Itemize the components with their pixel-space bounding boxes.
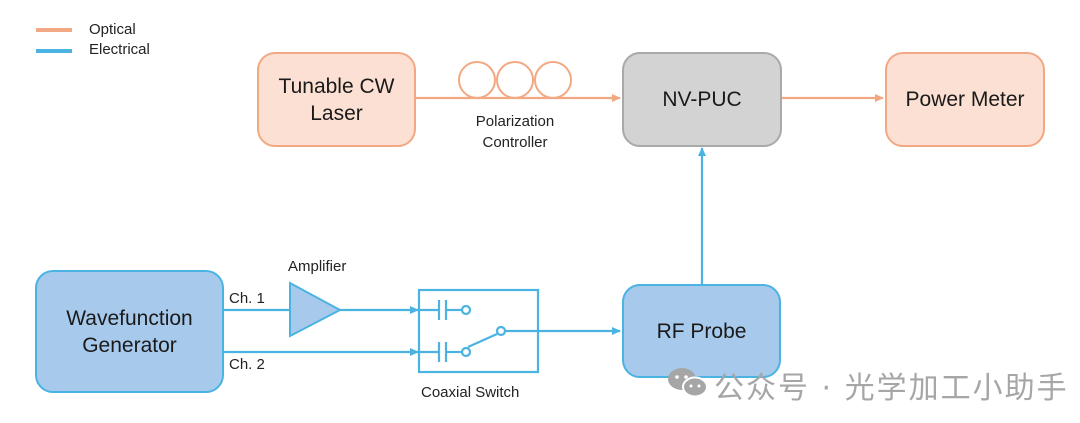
coaxial-switch-label: Coaxial Switch [421,384,520,401]
laser-label-line1: Tunable CW [278,74,395,98]
amplifier-label: Amplifier [288,258,347,275]
wavegen-label-line1: Wavefunction [66,306,193,330]
watermark-text: 公众号 · 光学加工小助手 [714,371,1069,406]
channel-1-label: Ch. 1 [229,290,265,307]
legend-electrical-swatch [36,49,72,53]
nv-puc-block: NV-PUC [622,52,782,147]
polarization-controller-icon [458,61,572,99]
amplifier-icon [289,281,343,338]
rf-probe-label: RF Probe [656,319,747,343]
legend-optical-swatch [36,28,72,32]
laser-label-line2: Laser [310,101,363,125]
rf-probe-block: RF Probe [622,284,781,378]
power-meter-block: Power Meter [885,52,1045,147]
channel-2-label: Ch. 2 [229,356,265,373]
polarization-controller-label: Polarization Controller [460,111,570,153]
wechat-icon [668,368,708,398]
polarization-label-line1: Polarization [475,113,555,130]
nv-puc-label: NV-PUC [662,88,742,111]
legend-electrical-label: Electrical [89,41,150,58]
power-meter-label: Power Meter [905,88,1025,111]
coaxial-switch-icon [417,288,540,374]
wavegen-label-line2: Generator [82,333,177,357]
wavefunction-generator-block: Wavefunction Generator [35,270,224,393]
tunable-cw-laser-block: Tunable CW Laser [257,52,416,147]
legend-optical-label: Optical [89,21,136,38]
polarization-label-line2: Controller [482,134,548,151]
